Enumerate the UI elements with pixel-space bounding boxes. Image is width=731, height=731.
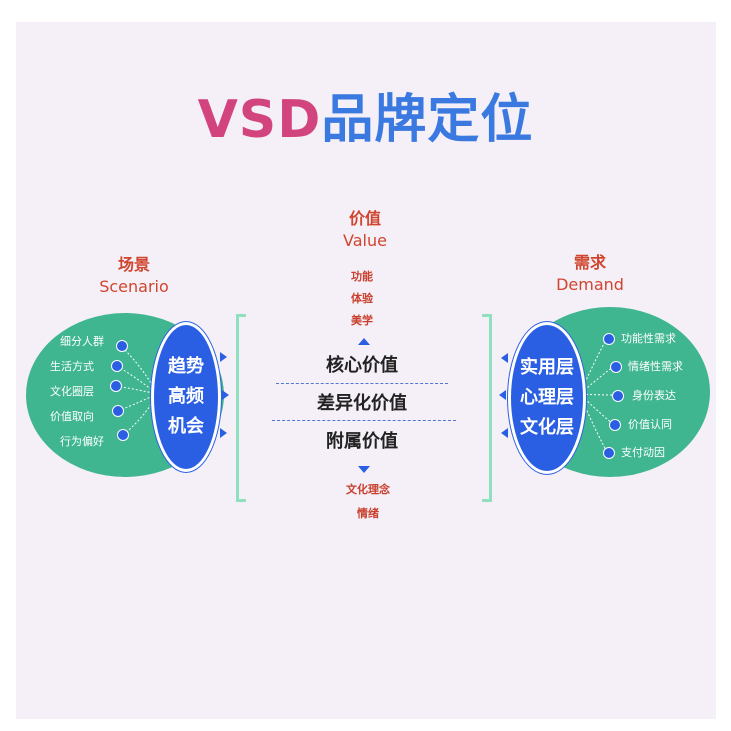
scenario-item-value-orientation: 价值取向 [50, 410, 94, 423]
demand-item-value-recognition: 价值认同 [628, 418, 672, 431]
scenario-label: 场景 Scenario [86, 254, 182, 298]
demand-core-psychological: 心理层 [520, 387, 574, 408]
scenario-core-opportunity: 机会 [168, 416, 204, 437]
value-label: 价值 Value [322, 208, 408, 252]
divider-dashed-2 [272, 420, 456, 421]
demand-item-identity: 身份表达 [632, 389, 676, 402]
demand-core-practical: 实用层 [520, 357, 574, 378]
demand-item-payment-motive: 支付动因 [621, 446, 665, 459]
scenario-arrow-right-3-icon [220, 428, 227, 438]
value-item-experience: 体验 [351, 292, 373, 305]
arrow-down-icon [358, 466, 370, 473]
scenario-dot-3 [110, 380, 122, 392]
scenario-item-segments: 细分人群 [60, 335, 104, 348]
demand-core-cultural: 文化层 [520, 417, 574, 438]
value-item-function: 功能 [351, 270, 373, 283]
demand-arrow-left-2-icon [499, 390, 506, 400]
right-bracket [482, 314, 492, 502]
scenario-core-trend: 趋势 [168, 356, 204, 377]
scenario-label-zh: 场景 [117, 255, 150, 274]
demand-arrow-left-1-icon [501, 353, 508, 363]
scenario-dot-2 [111, 360, 123, 372]
differentiated-value-text: 差异化价值 [317, 393, 407, 414]
scenario-arrow-right-1-icon [220, 352, 227, 362]
scenario-item-lifestyle: 生活方式 [50, 360, 94, 373]
divider-dashed-1 [276, 383, 448, 384]
title-part-vsd: VSD [197, 90, 322, 150]
scenario-dot-1 [116, 340, 128, 352]
scenario-label-en: Scenario [99, 277, 169, 296]
page-title: VSD品牌定位 [0, 88, 731, 152]
scenario-core-frequency: 高频 [168, 386, 204, 407]
value-item-culture-concept: 文化理念 [346, 483, 390, 496]
demand-dot-3 [612, 390, 624, 402]
value-label-zh: 价值 [348, 209, 381, 228]
demand-dot-1 [603, 333, 615, 345]
title-part-brand: 品牌定位 [321, 90, 534, 150]
value-label-en: Value [343, 231, 387, 250]
arrow-up-icon [358, 338, 370, 345]
demand-dot-4 [609, 419, 621, 431]
core-value-text: 核心价值 [326, 355, 398, 376]
scenario-core-ellipse: 趋势 高频 机会 [151, 322, 221, 472]
scenario-dot-4 [112, 405, 124, 417]
demand-dot-5 [603, 447, 615, 459]
auxiliary-value-text: 附属价值 [326, 431, 398, 452]
demand-label: 需求 Demand [542, 252, 638, 296]
scenario-arrow-right-2-icon [222, 390, 229, 400]
scenario-dot-5 [117, 429, 129, 441]
demand-item-functional-need: 功能性需求 [621, 332, 676, 345]
scenario-item-culture-circle: 文化圈层 [50, 385, 94, 398]
demand-label-en: Demand [556, 275, 624, 294]
demand-item-emotional-need: 情绪性需求 [628, 360, 683, 373]
left-bracket [236, 314, 246, 502]
scenario-item-behavior: 行为偏好 [60, 435, 104, 448]
demand-label-zh: 需求 [573, 253, 606, 272]
demand-dot-2 [610, 361, 622, 373]
demand-core-ellipse: 实用层 心理层 文化层 [508, 322, 586, 474]
demand-arrow-left-3-icon [501, 428, 508, 438]
value-item-aesthetics: 美学 [351, 314, 373, 327]
value-item-emotion: 情绪 [357, 507, 379, 520]
